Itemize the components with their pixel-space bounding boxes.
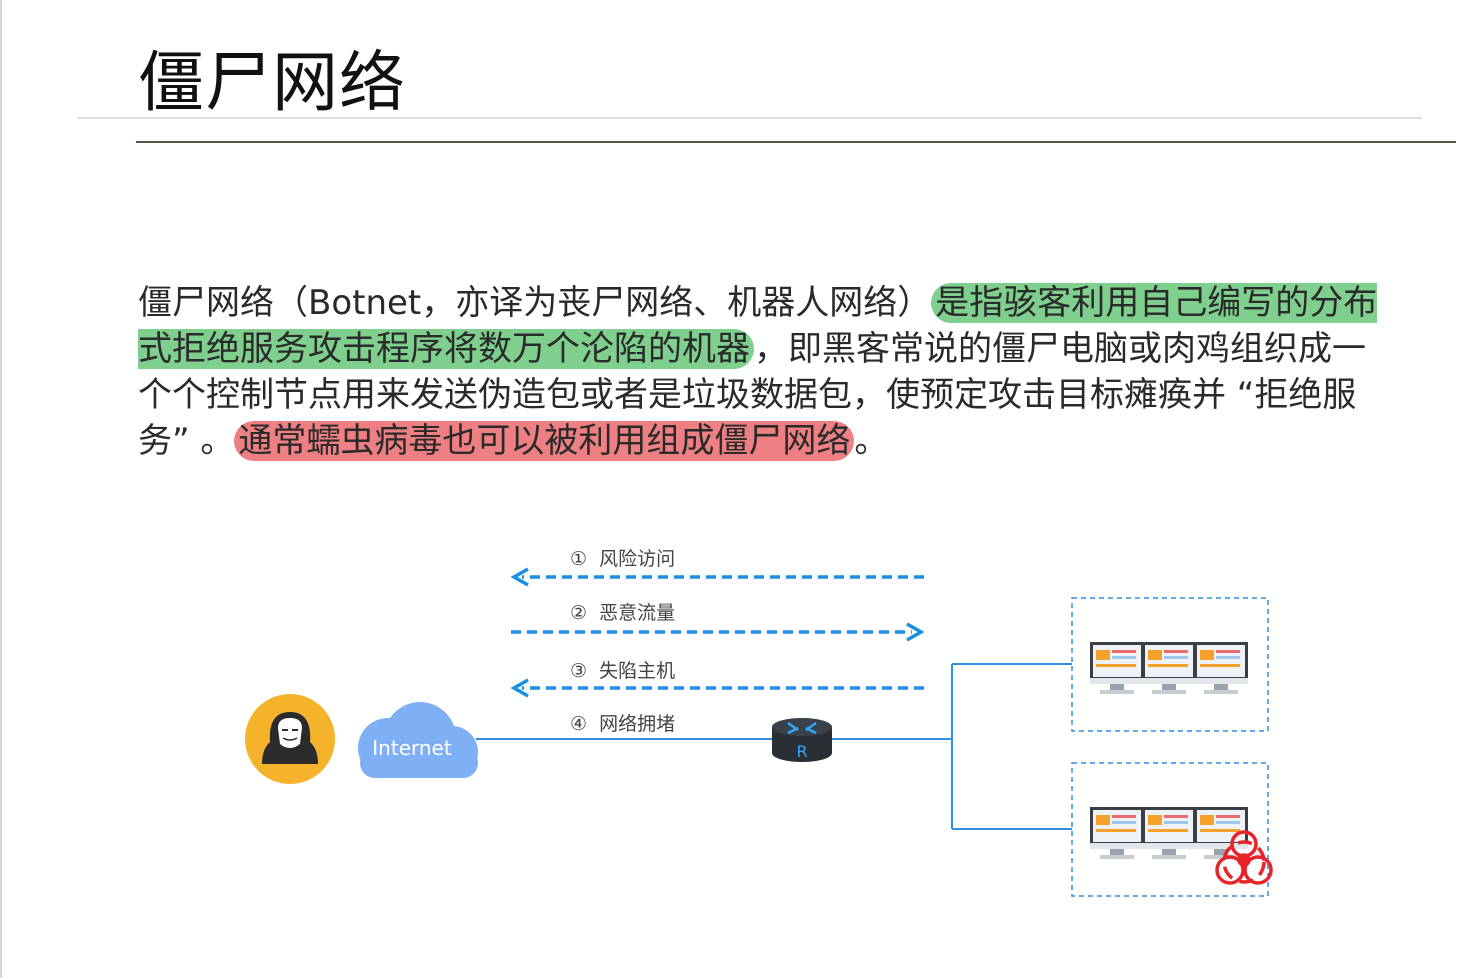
router-icon: R (772, 718, 832, 762)
cloud-label: Internet (372, 736, 452, 760)
title-divider-light (78, 117, 1422, 119)
red-highlight: 通常蠕虫病毒也可以被利用组成僵尸网络 (234, 421, 855, 461)
arrow-1 (510, 567, 924, 587)
page-title: 僵尸网络 (138, 44, 406, 121)
paragraph-middle: ，即黑客常说的僵尸电脑或肉鸡组织成一个个控制节点用来发送伪造包或者是垃圾数据包，… (138, 329, 1366, 461)
title-divider-dark (136, 141, 1456, 143)
arrow-3 (510, 678, 924, 698)
computer-group-1 (1071, 597, 1269, 732)
paragraph-intro: 僵尸网络（Botnet，亦译为丧尸网络、机器人网络） (138, 283, 932, 323)
router-label: R (796, 742, 807, 761)
arrow-2 (511, 622, 925, 642)
page-edge (0, 0, 2, 978)
connection-lines (476, 663, 1072, 830)
paragraph-end: 。 (854, 421, 889, 461)
biohazard-icon (1215, 830, 1273, 885)
definition-paragraph: 僵尸网络（Botnet，亦译为丧尸网络、机器人网络）是指骇客利用自己编写的分布式… (138, 280, 1388, 464)
computer-group-2 (1071, 762, 1269, 897)
arrow-label-3: ③ 失陷主机 (570, 660, 676, 682)
arrow-label-2: ② 恶意流量 (570, 602, 676, 624)
arrow-label-4: ④ 网络拥堵 (570, 713, 676, 735)
hacker-icon (245, 694, 335, 784)
cloud-icon (358, 702, 478, 778)
arrow-label-1: ① 风险访问 (570, 548, 676, 570)
computer-group-icon-2 (1090, 807, 1248, 859)
computer-group-icon (1090, 642, 1248, 694)
